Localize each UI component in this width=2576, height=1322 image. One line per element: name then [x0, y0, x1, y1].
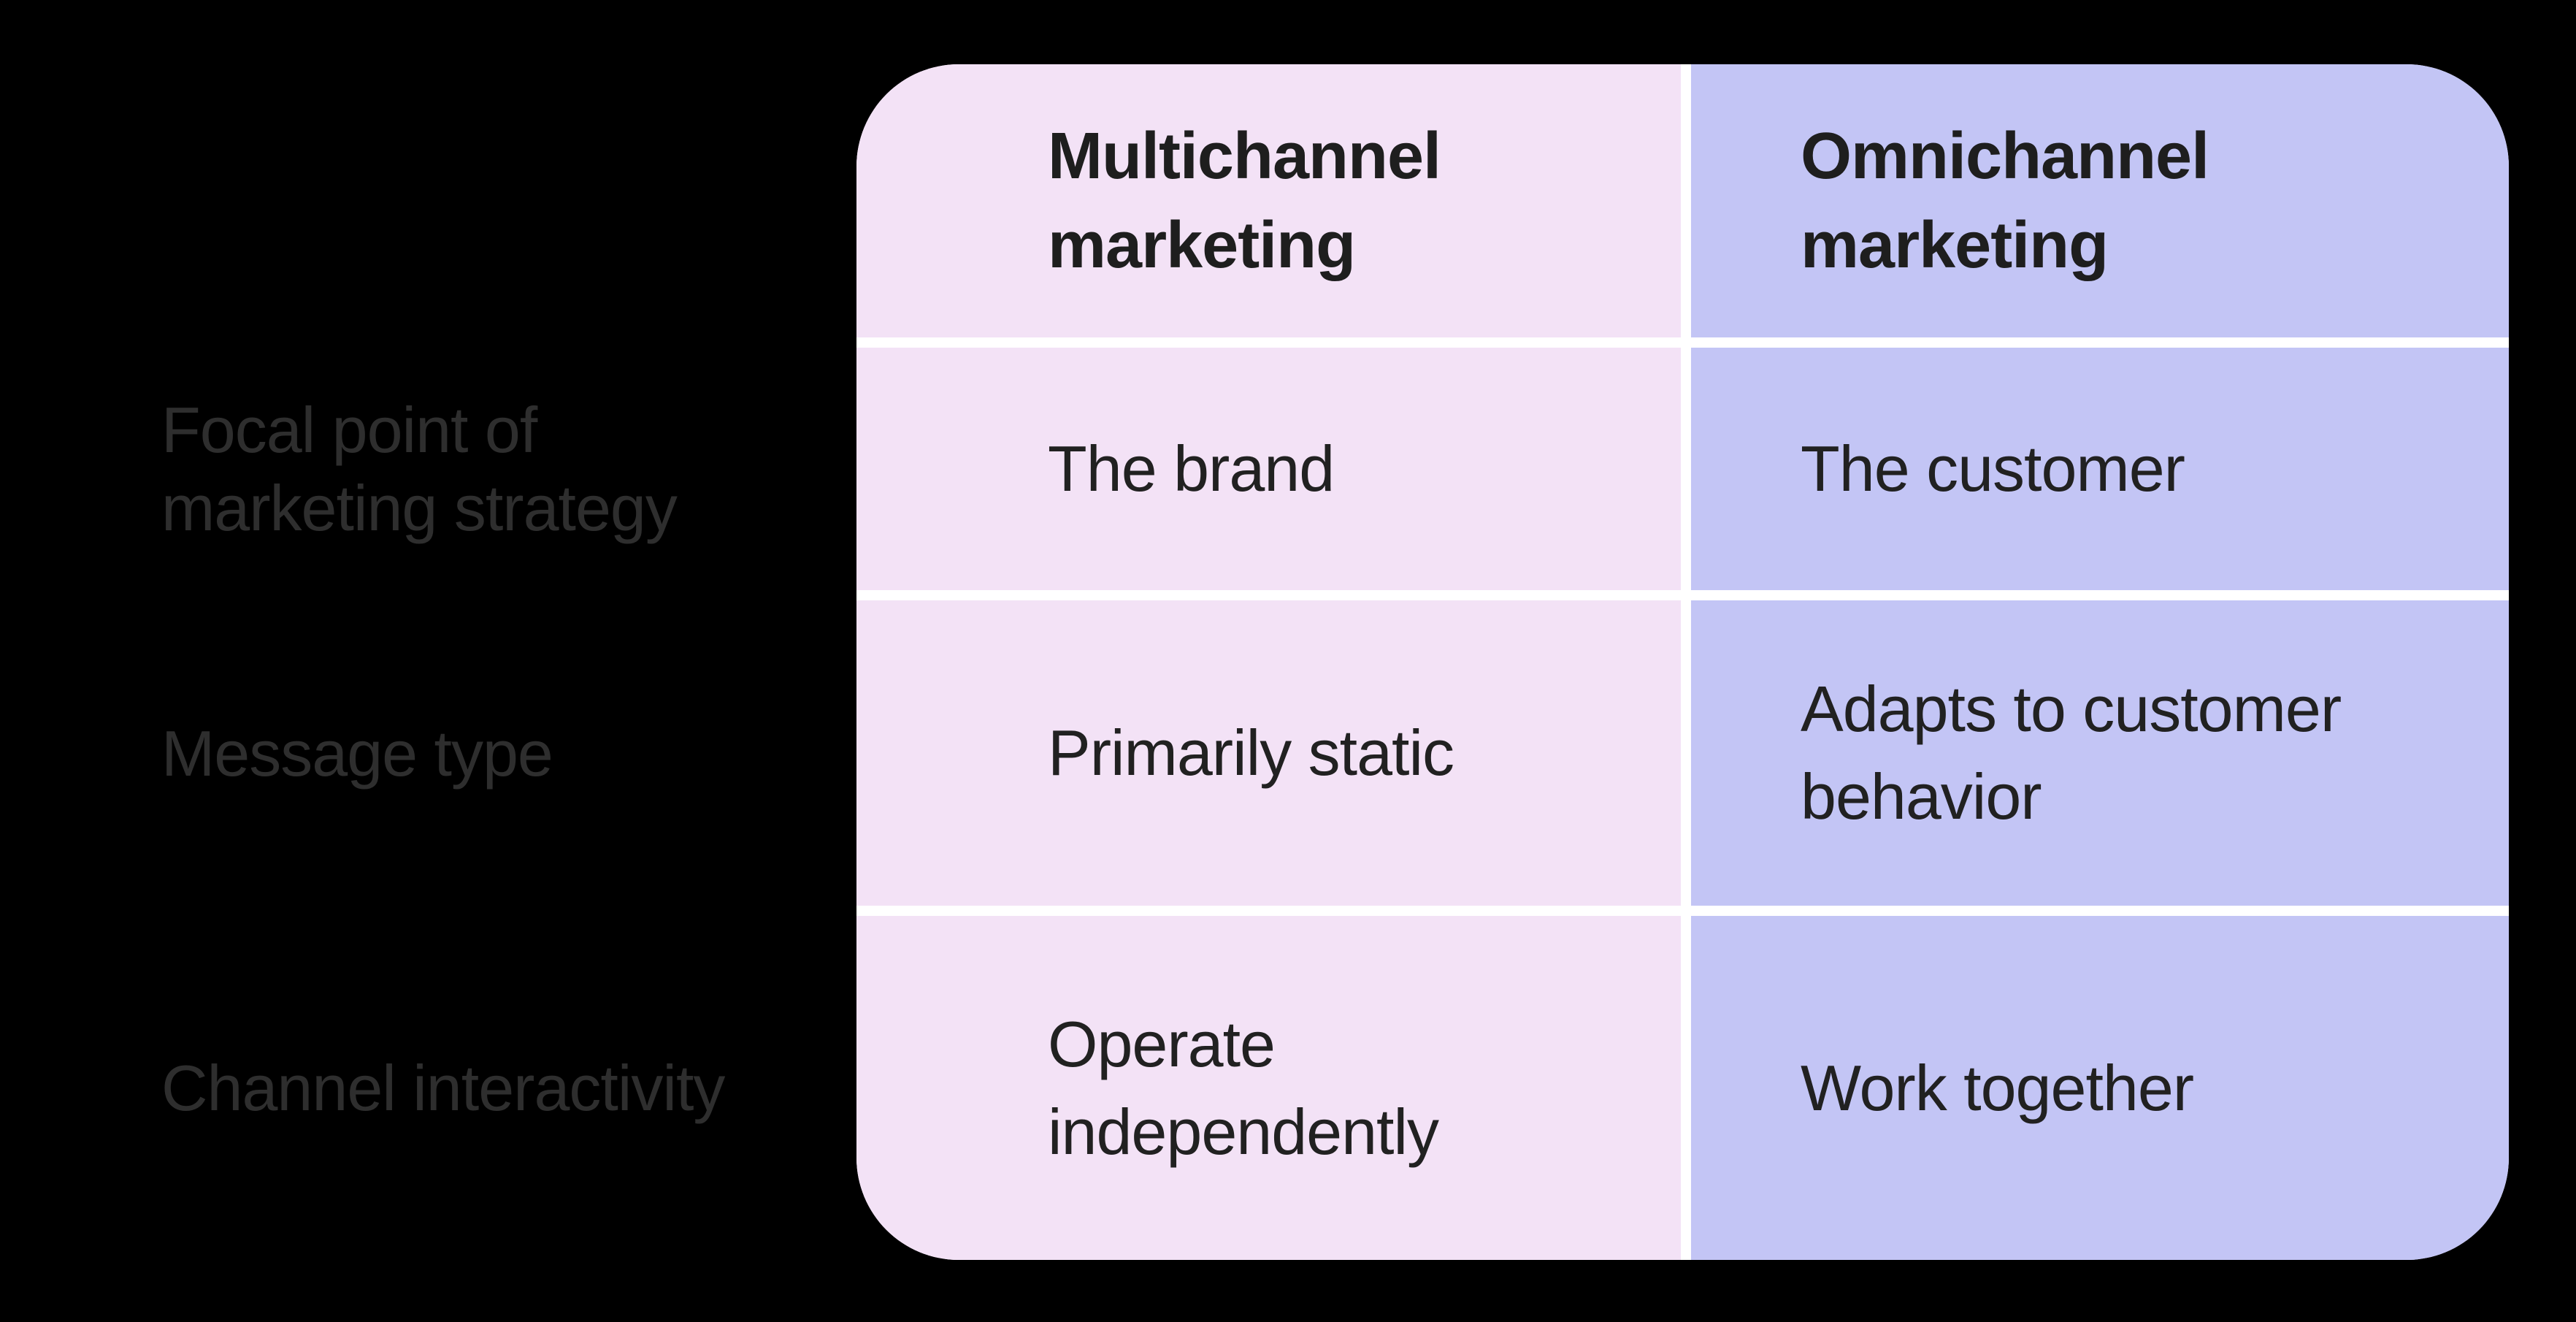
cell-focal-point-multichannel: The brand: [856, 348, 1681, 590]
cell-message-type-multichannel: Primarily static: [856, 600, 1681, 906]
comparison-table: Multichannel marketing Omnichannel marke…: [856, 64, 2509, 1260]
cell-message-type-omnichannel: Adapts to customer behavior: [1691, 600, 2509, 906]
row-label-message-type: Message type: [161, 717, 553, 790]
header-cell-omnichannel: Omnichannel marketing: [1691, 64, 2509, 337]
cell-focal-point-omnichannel: The customer: [1691, 348, 2509, 590]
row-label-channel-interactivity: Channel interactivity: [161, 1052, 725, 1124]
cell-channel-interactivity-omnichannel: Work together: [1691, 916, 2509, 1260]
row-label-focal-point: Focal point of marketing strategy: [161, 394, 678, 544]
header-cell-multichannel: Multichannel marketing: [856, 64, 1681, 337]
cell-channel-interactivity-multichannel: Operate independently: [856, 916, 1681, 1260]
